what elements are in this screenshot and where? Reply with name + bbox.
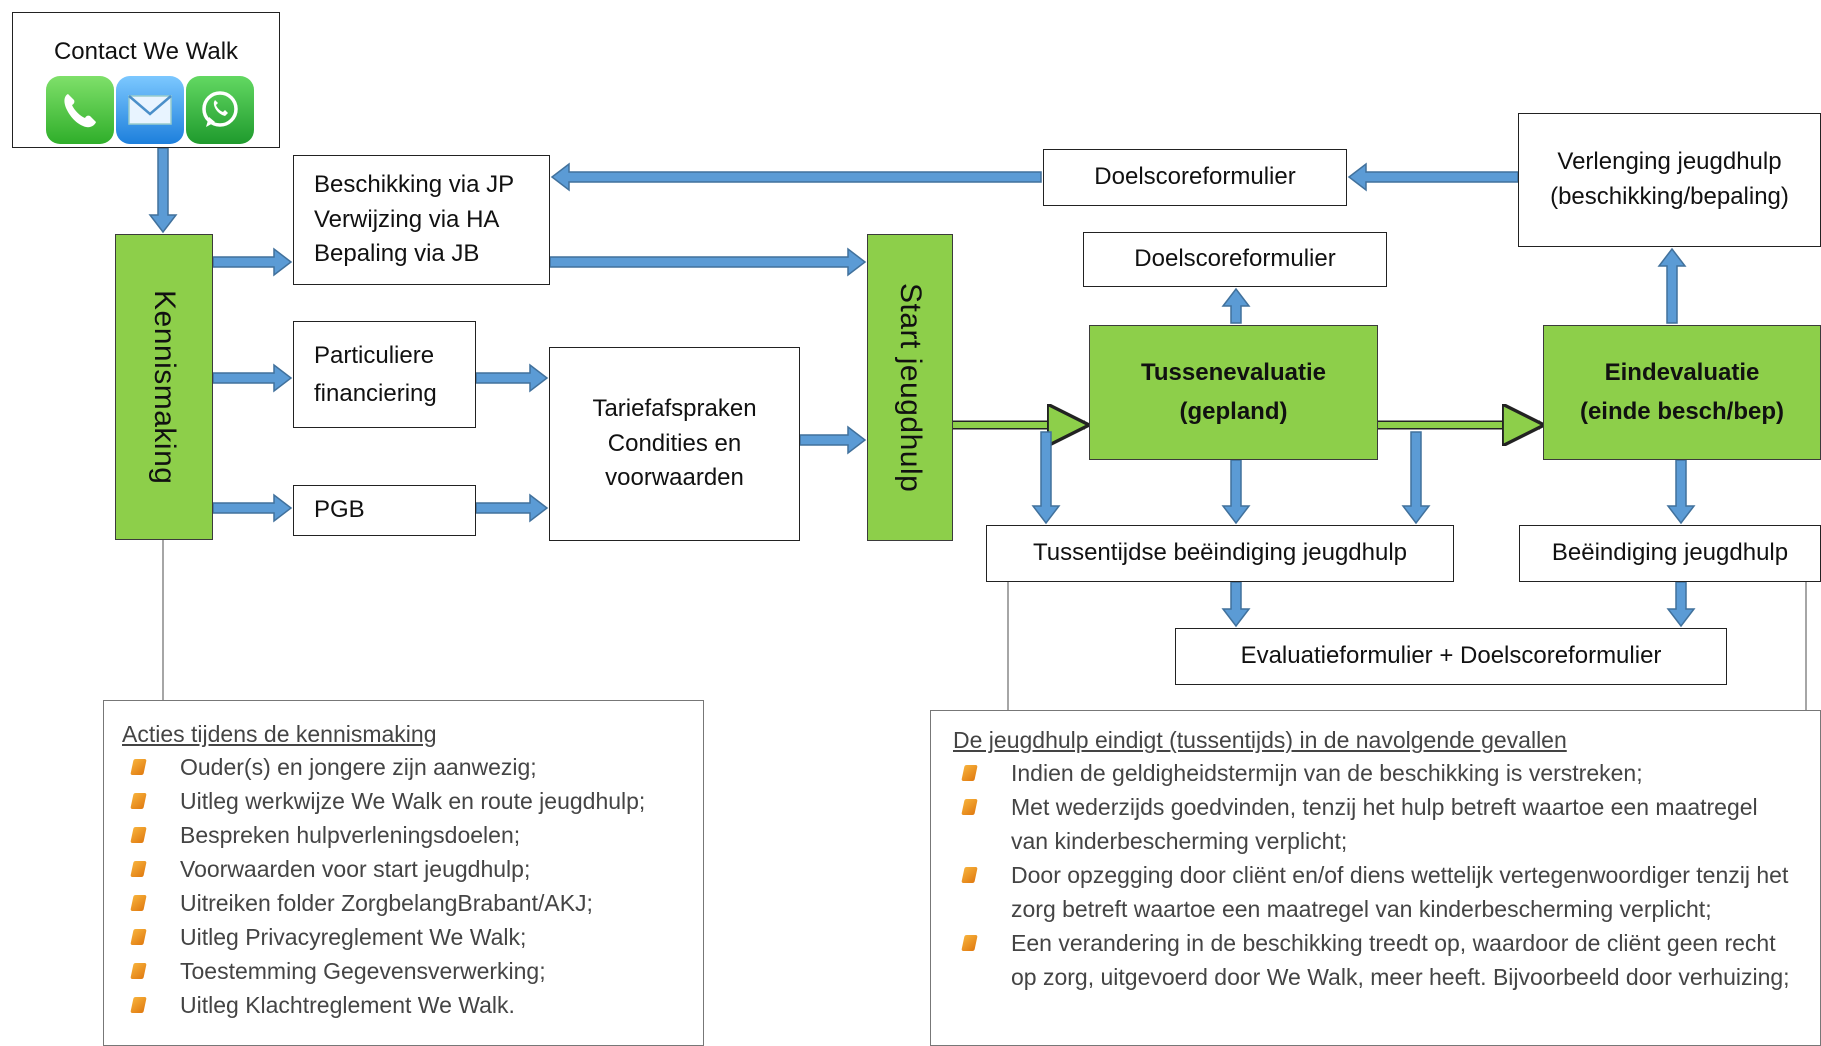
beeindiging-box: Beëindiging jeugdhulp (1519, 525, 1821, 582)
bullet-icon (961, 799, 978, 815)
list-item-text: Uitleg werkwijze We Walk en route jeugdh… (180, 788, 646, 814)
list-item: Ouder(s) en jongere zijn aanwezig; (122, 750, 703, 784)
bullet-icon (130, 997, 147, 1013)
list-item-text: Voorwaarden voor start jeugdhulp; (180, 856, 531, 882)
list-item-text: Bespreken hulpverleningsdoelen; (180, 822, 521, 848)
einde-gevallen-list: Indien de geldigheidstermijn van de besc… (953, 756, 1820, 994)
tussenevaluatie-box: Tussenevaluatie (gepland) (1089, 325, 1378, 460)
list-item-text: Ouder(s) en jongere zijn aanwezig; (180, 754, 537, 780)
list-item-text: Uitleg Privacyreglement We Walk; (180, 924, 527, 950)
phone-icon[interactable] (46, 76, 114, 144)
bullet-icon (130, 793, 147, 809)
bullet-icon (130, 861, 147, 877)
flow-arrow (212, 363, 293, 393)
contact-box: Contact We Walk (12, 12, 280, 148)
list-item: Uitleg Klachtreglement We Walk. (122, 988, 703, 1022)
flow-arrow (550, 162, 1042, 192)
kennismaking-actions-heading: Acties tijdens de kennismaking (122, 721, 437, 747)
verlenging-box: Verlenging jeugdhulp (beschikking/bepali… (1518, 113, 1821, 247)
flow-arrow (475, 493, 549, 523)
flow-arrow (1347, 162, 1519, 192)
flow-arrow (1666, 459, 1696, 525)
block-arrows (148, 147, 1696, 628)
particuliere-financiering-box: Particuliere financiering (293, 321, 476, 428)
bullet-icon (130, 929, 147, 945)
flow-arrow (1031, 431, 1061, 525)
list-item: Uitleg werkwijze We Walk en route jeugdh… (122, 784, 703, 818)
kennismaking-box: Kennismaking (115, 234, 213, 540)
flow-arrow (1221, 287, 1251, 324)
list-item: Toestemming Gegevensverwerking; (122, 954, 703, 988)
list-item: Met wederzijds goedvinden, tenzij het hu… (953, 790, 1790, 858)
list-item-text: Met wederzijds goedvinden, tenzij het hu… (1011, 794, 1758, 854)
eindevaluatie-box: Eindevaluatie (einde besch/bep) (1543, 325, 1821, 460)
whatsapp-icon[interactable] (186, 76, 254, 144)
list-item: Uitleg Privacyreglement We Walk; (122, 920, 703, 954)
bullet-icon (130, 963, 147, 979)
doelscoreformulier-top-box: Doelscoreformulier (1043, 149, 1347, 206)
bullet-icon (130, 895, 147, 911)
list-item: Uitreiken folder ZorgbelangBrabant/AKJ; (122, 886, 703, 920)
bullet-icon (961, 935, 978, 951)
evaluatieformulier-box: Evaluatieformulier + Doelscoreformulier (1175, 628, 1727, 685)
list-item: Bespreken hulpverleningsdoelen; (122, 818, 703, 852)
bullet-icon (130, 827, 147, 843)
bullet-icon (130, 759, 147, 775)
tussentijdse-beeindiging-box: Tussentijdse beëindiging jeugdhulp (986, 525, 1454, 582)
flow-arrow (212, 247, 293, 277)
list-item: Een verandering in de beschikking treedt… (953, 926, 1790, 994)
flow-arrow (212, 493, 293, 523)
start-jeugdhulp-box: Start jeugdhulp (867, 234, 953, 541)
einde-gevallen-heading: De jeugdhulp eindigt (tussentijds) in de… (953, 727, 1567, 753)
flow-arrow (799, 425, 867, 455)
contact-title: Contact We Walk (53, 38, 239, 65)
einde-gevallen-note: De jeugdhulp eindigt (tussentijds) in de… (930, 710, 1821, 1046)
list-item: Indien de geldigheidstermijn van de besc… (953, 756, 1790, 790)
list-item-text: Door opzegging door cliënt en/of diens w… (1011, 862, 1789, 922)
list-item-text: Indien de geldigheidstermijn van de besc… (1011, 760, 1643, 786)
flow-arrow (1657, 247, 1687, 324)
pgb-box: PGB (293, 485, 476, 536)
flow-arrow (1401, 431, 1431, 525)
mail-icon[interactable] (116, 76, 184, 144)
tariefafspraken-box: Tariefafspraken Condities en voorwaarden (549, 347, 800, 541)
list-item-text: Uitleg Klachtreglement We Walk. (180, 992, 515, 1018)
kennismaking-actions-note: Acties tijdens de kennismaking Ouder(s) … (103, 700, 704, 1046)
list-item-text: Toestemming Gegevensverwerking; (180, 958, 546, 984)
bullet-icon (961, 867, 978, 883)
flow-arrow (549, 247, 867, 277)
doelscoreformulier-mid-box: Doelscoreformulier (1083, 232, 1387, 287)
flow-arrow (1221, 581, 1251, 628)
flow-arrow (1666, 581, 1696, 628)
list-item: Voorwaarden voor start jeugdhulp; (122, 852, 703, 886)
bullet-icon (961, 765, 978, 781)
list-item-text: Een verandering in de beschikking treedt… (1011, 930, 1790, 990)
flow-arrow (148, 147, 178, 234)
kennismaking-actions-list: Ouder(s) en jongere zijn aanwezig; Uitleg… (122, 750, 703, 1022)
list-item-text: Uitreiken folder ZorgbelangBrabant/AKJ; (180, 890, 593, 916)
list-item: Door opzegging door cliënt en/of diens w… (953, 858, 1790, 926)
beschikking-box: Beschikking via JP Verwijzing via HA Bep… (293, 155, 550, 285)
flow-arrow (1221, 459, 1251, 525)
flow-arrow (475, 363, 549, 393)
